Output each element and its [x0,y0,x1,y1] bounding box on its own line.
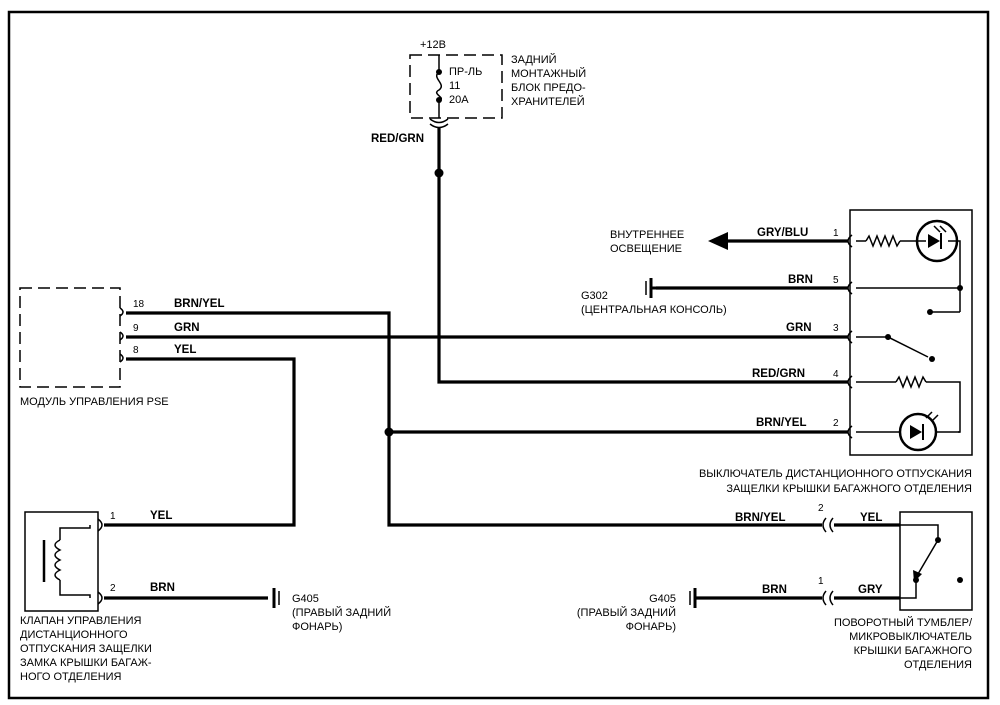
valve-name-1: КЛАПАН УПРАВЛЕНИЯ [20,615,142,627]
release-valve: 1 2 YEL BRN КЛАПАН УПРАВЛЕНИЯ ДИСТАНЦИОН… [20,510,175,683]
splice-dot [384,427,394,437]
fuse-block-name-4: ХРАНИТЕЛЕЙ [511,95,585,108]
wire-label-brn: BRN [788,274,813,286]
interior-light-label-2: ОСВЕЩЕНИЕ [610,243,682,255]
valve-name-2: ДИСТАНЦИОННОГО [20,629,128,641]
valve-name-4: ЗАМКА КРЫШКИ БАГАЖ- [20,657,152,669]
pse-pin-18: 18 [133,299,145,310]
wire-label-gry: GRY [858,584,883,596]
trunk-switch: 2 1 BRN/YEL YEL BRN GRY ПОВОРОТНЫЙ ТУМБЛ… [735,503,973,671]
wire-label-brn-yel: BRN/YEL [174,298,224,310]
wire-label-brn-yel: BRN/YEL [735,512,785,524]
valve-name-5: НОГО ОТДЕЛЕНИЯ [20,671,122,683]
valve-pin-1: 1 [110,511,116,522]
wire-label-grn: GRN [786,322,812,334]
wire-red-grn [437,128,848,384]
remote-pin-5: 5 [833,275,839,286]
ground-g405-right-label-3: ФОНАРЬ) [626,621,676,633]
valve-box [24,511,99,612]
fuse-block-name-3: БЛОК ПРЕДО- [511,82,586,94]
remote-switch-connector-icon [847,234,853,439]
resistor-icon [895,374,927,390]
ground-g405-right-label-2: (ПРАВЫЙ ЗАДНИЙ [577,606,676,619]
fuse-block: +12В ПР-ЛЬ 11 20А ЗАДНИЙ МОНТАЖНЫЙ БЛОК … [371,39,586,145]
fuse-block-name-1: ЗАДНИЙ [511,53,557,66]
ground-g405-right-label-1: G405 [649,593,676,605]
remote-release-switch: 1 5 3 4 2 GRY/BLU BRN GRN RED/GRN BRN/YE… [699,209,973,495]
remote-switch-name-2: ЗАЩЕЛКИ КРЫШКИ БАГАЖНОГО ОТДЕЛЕНИЯ [726,483,972,495]
fuse-line-2: 11 [449,80,460,92]
wire-label-brn: BRN [150,582,175,594]
valve-pin-2: 2 [110,583,116,594]
wire-label-brn-yel: BRN/YEL [756,417,806,429]
fuse-line-3: 20А [449,94,469,106]
fuse-block-name-2: МОНТАЖНЫЙ [511,67,586,80]
remote-pin-3: 3 [833,323,839,334]
ground-g405-left-label-2: (ПРАВЫЙ ЗАДНИЙ [292,606,391,619]
inline-connector-icon [822,517,834,606]
wire-brn-yel [126,311,822,527]
wire-yel [104,357,296,527]
wire-label-grn: GRN [174,322,200,334]
resistor-icon [865,233,901,249]
ground-g405-left-label-3: ФОНАРЬ) [292,621,342,633]
ground-g405-left-label-1: G405 [292,593,319,605]
ground-g302-label-1: G302 [581,290,608,302]
switch-contact-icon [917,539,939,575]
interior-light-label-1: ВНУТРЕННЕЕ [610,229,684,241]
trunk-switch-name-2: МИКРОВЫКЛЮЧАТЕЛЬ [849,631,972,643]
valve-name-3: ОТПУСКАНИЯ ЗАЩЕЛКИ [20,643,152,655]
trunk-switch-name-4: ОТДЕЛЕНИЯ [904,659,972,671]
trunk-switch-name-3: КРЫШКИ БАГАЖНОГО [854,645,973,657]
remote-pin-2: 2 [833,418,839,429]
pse-module-box [19,287,121,388]
arrow-left-icon [708,232,728,250]
fuse-line-1: ПР-ЛЬ [449,66,482,78]
pse-pin-9: 9 [133,323,139,334]
pse-pin-8: 8 [133,345,139,356]
ground-g302-label-2: (ЦЕНТРАЛЬНАЯ КОНСОЛЬ) [581,304,727,316]
wire-label-yel: YEL [150,510,172,522]
fuse-block-box [409,54,503,119]
pse-connector-icon [119,307,124,363]
remote-switch-box [849,209,973,456]
trunk-pin-1: 1 [818,576,824,587]
valve-connector-icon [97,518,103,605]
pse-module: 18 9 8 BRN/YEL GRN YEL МОДУЛЬ УПРАВЛЕНИЯ… [19,287,224,408]
fuse-connector-icon [429,118,449,129]
remote-pin-1: 1 [833,228,839,239]
trunk-switch-name-1: ПОВОРОТНЫЙ ТУМБЛЕР/ [834,616,973,629]
diagram-frame [7,10,990,700]
wire-label-yel: YEL [174,344,196,356]
ground-g302-icon [645,278,660,298]
solenoid-coil-icon [54,539,62,581]
remote-switch-name-1: ВЫКЛЮЧАТЕЛЬ ДИСТАНЦИОННОГО ОТПУСКАНИЯ [699,468,972,480]
supply-label: +12В [420,39,446,51]
wire-label-yel: YEL [860,512,882,524]
wire-label-brn: BRN [762,584,787,596]
trunk-pin-2: 2 [818,503,824,514]
pse-module-name: МОДУЛЬ УПРАВЛЕНИЯ PSE [20,396,169,408]
wire-label-red-grn: RED/GRN [752,368,805,380]
wire-label-gry-blu: GRY/BLU [757,227,808,239]
remote-pin-4: 4 [833,369,839,380]
fuse-icon [436,71,442,101]
fuse-out-wire-label: RED/GRN [371,133,424,145]
trunk-switch-box [899,511,973,611]
ground-g405-left: G405 (ПРАВЫЙ ЗАДНИЙ ФОНАРЬ) [272,588,391,633]
splice-dot [434,168,444,178]
ground-g405-right: G405 (ПРАВЫЙ ЗАДНИЙ ФОНАРЬ) [577,588,697,633]
switch-contact-icon [887,336,929,358]
